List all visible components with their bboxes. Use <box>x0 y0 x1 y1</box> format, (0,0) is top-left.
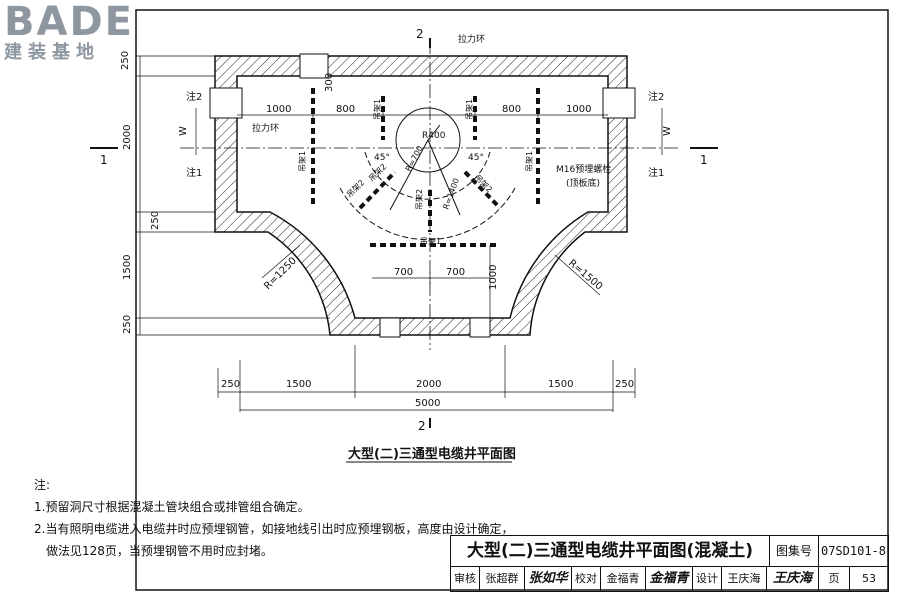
brand-logo: BADE 建装基地 <box>4 2 144 66</box>
dim-700-b: 700 <box>446 267 465 278</box>
section-label-top: 2 <box>416 27 424 41</box>
page-number: 53 <box>862 572 876 585</box>
dim-800-left: 800 <box>336 104 355 115</box>
dim-1000-right: 1000 <box>566 104 591 115</box>
note2-label-right: 注2 <box>648 90 664 103</box>
section-marks <box>90 38 718 428</box>
page-frame <box>135 9 889 591</box>
bolt-sublabel: (顶板底) <box>566 177 600 189</box>
bottom-dim-1500-b: 1500 <box>548 379 573 390</box>
signature-row: 审核 张超群 张如华 校对 金福青 金福青 设计 王庆海 王庆海 页 53 <box>451 567 888 591</box>
bottom-dim-2000: 2000 <box>416 379 441 390</box>
pull-ring-label-top: 拉力环 <box>458 33 485 45</box>
note1-label-left: 注1 <box>186 166 202 179</box>
section-label-bottom: 2 <box>418 419 426 433</box>
design-signature: 王庆海 <box>767 567 819 591</box>
hanger1-label-e: 吊架1 <box>420 237 441 246</box>
bolt-label: M16预埋螺栓 <box>556 163 611 175</box>
dim-1000-vertical: 1000 <box>488 265 499 290</box>
dim-250-mid: 250 <box>150 211 161 230</box>
hanger1-label-a: 吊架1 <box>298 151 307 172</box>
dim-2000-left: 2000 <box>122 125 133 150</box>
dim-r1500: R=1500 <box>566 258 604 293</box>
section-label-left: 1 <box>100 153 108 167</box>
dim-r1250: R=1250 <box>262 256 299 293</box>
angle-left: 45° <box>374 153 390 163</box>
structure-walls <box>209 53 636 338</box>
bottom-dim-250-b: 250 <box>615 379 634 390</box>
dim-700-a: 700 <box>394 267 413 278</box>
hanger1-label-b: 吊架1 <box>373 99 382 120</box>
dim-r1400: R=1400 <box>441 177 461 211</box>
hanger1-label-d: 吊架1 <box>525 151 534 172</box>
check-label: 校对 <box>572 567 601 591</box>
bottom-dim-250-a: 250 <box>221 379 240 390</box>
pull-ring-label-left: 拉力环 <box>252 122 279 134</box>
title-block: 大型(二)三通型电缆井平面图(混凝土) 图集号 07SD101-8 审核 张超群… <box>450 535 889 592</box>
dim-250-bottom: 250 <box>122 315 133 334</box>
dim-250-top: 250 <box>120 51 131 70</box>
logo-brand: BADE <box>4 0 134 45</box>
note-line-2: 2.当有照明电缆进入电缆井时应预埋钢管，如接地线引出时应预埋钢板，高度由设计确定… <box>34 522 514 536</box>
dimension-lines <box>136 55 663 412</box>
dim-800-right: 800 <box>502 104 521 115</box>
review-name: 张超群 <box>480 567 525 591</box>
bottom-dim-total: 5000 <box>415 398 440 409</box>
title-block-title: 大型(二)三通型电缆井平面图(混凝土) <box>451 536 770 567</box>
dim-300: 300 <box>324 73 335 92</box>
bottom-dim-1500-a: 1500 <box>286 379 311 390</box>
hanger2-label-b: 吊架2 <box>415 189 424 210</box>
design-name: 王庆海 <box>722 567 767 591</box>
dim-1000-left: 1000 <box>266 104 291 115</box>
atlas-label: 图集号 <box>770 536 819 567</box>
notes-heading: 注: <box>34 478 51 492</box>
angle-right: 45° <box>468 153 484 163</box>
note-line-1: 1.预留洞尺寸根据混凝土管块组合或排管组合确定。 <box>34 500 310 514</box>
dim-w-right: W <box>662 126 673 136</box>
notes-block: 注: 1.预留洞尺寸根据混凝土管块组合或排管组合确定。 2.当有照明电缆进入电缆… <box>34 474 513 562</box>
hanger2-label-d: 吊架2 <box>345 178 366 199</box>
dim-w-left: W <box>178 126 189 136</box>
dim-1500-left: 1500 <box>122 255 133 280</box>
review-signature: 张如华 <box>525 567 572 591</box>
central-hatch-circle <box>339 107 516 241</box>
note1-label-right: 注1 <box>648 166 664 179</box>
review-label: 审核 <box>451 567 480 591</box>
design-label: 设计 <box>693 567 722 591</box>
check-name: 金福青 <box>601 567 646 591</box>
logo-subtitle: 建装基地 <box>4 42 100 63</box>
hanger1-label-c: 吊架1 <box>465 99 474 120</box>
drawing-caption: 大型(二)三通型电缆井平面图 <box>348 446 516 462</box>
check-signature: 金福青 <box>646 567 693 591</box>
note-line-3: 做法见128页，当预埋钢管不用时应封堵。 <box>46 544 273 558</box>
atlas-number: 07SD101-8 <box>819 536 888 567</box>
note2-label-left: 注2 <box>186 90 202 103</box>
section-label-right: 1 <box>700 153 708 167</box>
dim-r400: R400 <box>422 131 446 141</box>
page-label: 页 <box>819 567 850 591</box>
